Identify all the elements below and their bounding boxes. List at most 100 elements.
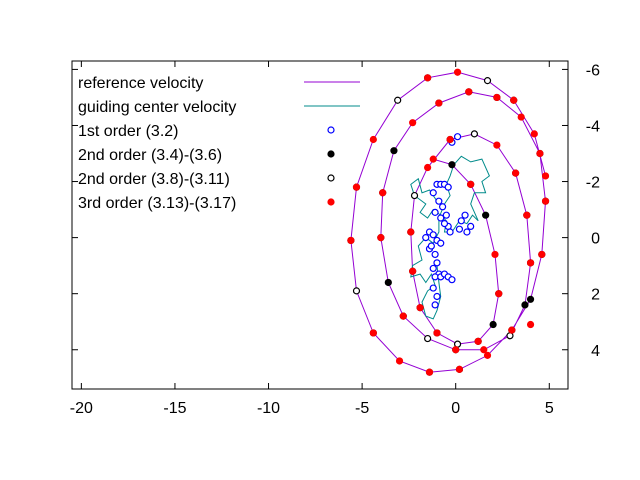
data-point xyxy=(465,88,473,96)
x-tick-label: 5 xyxy=(545,400,554,417)
data-point xyxy=(541,172,550,180)
y-tick-label: -6 xyxy=(586,62,600,79)
data-point xyxy=(377,234,385,242)
data-point xyxy=(453,133,462,141)
data-point xyxy=(455,365,464,373)
x-tick-label: -10 xyxy=(257,400,280,417)
data-point xyxy=(431,250,439,259)
data-point xyxy=(482,211,490,219)
data-point xyxy=(448,276,456,284)
data-point xyxy=(483,351,492,359)
data-point xyxy=(453,68,462,76)
data-point xyxy=(409,119,417,127)
data-point xyxy=(446,135,454,144)
y-tick-label: -4 xyxy=(586,118,600,135)
data-point xyxy=(352,287,361,295)
data-point xyxy=(424,334,432,343)
data-point xyxy=(483,77,492,85)
data-point xyxy=(536,149,544,158)
data-point xyxy=(429,231,437,239)
data-point xyxy=(440,219,449,228)
data-point xyxy=(427,242,435,250)
legend-label: 2nd order (3.4)-(3.6) xyxy=(78,147,222,164)
plot-frame xyxy=(71,60,569,390)
data-point xyxy=(517,113,525,121)
data-point xyxy=(526,320,535,329)
data-point xyxy=(416,304,424,312)
data-point xyxy=(433,329,441,337)
data-point xyxy=(395,357,404,365)
data-point xyxy=(452,346,460,354)
legend-swatch-marker xyxy=(327,174,335,182)
series-line xyxy=(350,71,547,373)
series-5 xyxy=(347,68,550,376)
data-point xyxy=(369,329,377,337)
x-tick-label: -5 xyxy=(355,400,369,417)
data-point xyxy=(435,99,443,107)
data-point xyxy=(455,225,464,233)
y-tick-label: 4 xyxy=(591,343,600,360)
data-point xyxy=(433,259,441,267)
data-point xyxy=(463,228,471,236)
data-point xyxy=(442,211,450,219)
data-point xyxy=(508,326,516,334)
data-point xyxy=(461,211,469,219)
data-point xyxy=(493,141,501,149)
data-point xyxy=(470,130,479,138)
data-point xyxy=(347,236,355,245)
data-point xyxy=(510,96,518,104)
data-point xyxy=(424,163,432,172)
data-point xyxy=(422,234,430,242)
legend-label: 2nd order (3.8)-(3.11) xyxy=(78,171,230,188)
data-point xyxy=(431,208,439,216)
data-point xyxy=(480,346,488,354)
data-point xyxy=(431,301,439,309)
data-point xyxy=(444,183,452,191)
data-point xyxy=(429,284,437,292)
x-tick-label: -20 xyxy=(70,400,93,417)
data-point xyxy=(495,290,503,298)
data-point xyxy=(390,147,398,155)
data-point xyxy=(448,161,456,169)
data-point xyxy=(410,191,419,200)
data-point xyxy=(399,312,407,320)
data-point xyxy=(429,155,437,163)
data-point xyxy=(352,183,361,191)
data-point xyxy=(394,96,402,104)
data-point xyxy=(446,228,454,236)
x-tick-label: 0 xyxy=(451,400,460,417)
series-0 xyxy=(350,71,547,373)
data-point xyxy=(526,295,535,303)
series-1 xyxy=(410,155,491,320)
data-point xyxy=(384,278,392,287)
legend-label: 3rd order (3.13)-(3.17) xyxy=(78,195,236,212)
data-point xyxy=(429,189,437,197)
data-point xyxy=(491,250,499,259)
data-point xyxy=(457,217,465,225)
data-point xyxy=(438,203,447,211)
data-point xyxy=(474,337,482,345)
series-line xyxy=(410,155,491,320)
data-point xyxy=(523,211,531,219)
x-tick-label: -15 xyxy=(163,400,186,417)
data-point xyxy=(493,93,501,102)
y-tick-label: 0 xyxy=(591,231,600,248)
data-point xyxy=(369,135,377,144)
data-point xyxy=(379,189,387,197)
data-point xyxy=(425,368,434,376)
data-point xyxy=(489,320,497,329)
data-point xyxy=(435,197,443,205)
legend-swatch-marker xyxy=(327,198,335,206)
series-2 xyxy=(422,133,475,309)
data-point xyxy=(429,264,437,273)
data-point xyxy=(530,130,538,138)
data-point xyxy=(424,74,432,82)
legend-label: 1st order (3.2) xyxy=(78,123,178,140)
plot-area xyxy=(347,68,550,376)
data-point xyxy=(433,292,441,301)
data-point xyxy=(409,267,417,275)
data-point xyxy=(467,222,475,231)
